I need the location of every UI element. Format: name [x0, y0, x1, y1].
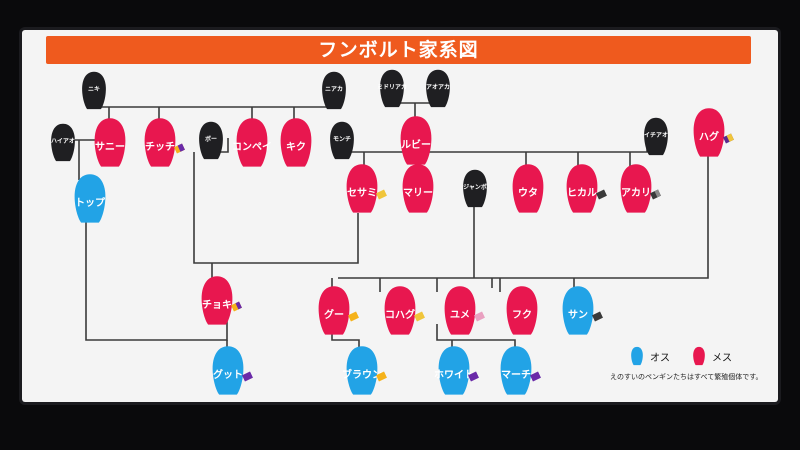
penguin-sanny: サニー: [88, 116, 132, 167]
penguin-kiku: キク: [274, 116, 318, 167]
connector: [436, 324, 516, 348]
family-tree-screen: フンボルト家系図: [22, 30, 778, 402]
penguin-female-icon: [693, 346, 705, 366]
penguin-hikaru: ヒカル: [560, 162, 608, 213]
tag-icon: [230, 301, 243, 312]
tag-icon: [591, 311, 604, 322]
tag-icon: [375, 371, 388, 382]
tag-icon: [413, 311, 426, 322]
penguin-goo: グー: [312, 284, 360, 335]
legend-male-label: オス: [650, 352, 670, 364]
tag-icon: [173, 143, 186, 154]
connector: [338, 140, 709, 279]
penguin-ichiao: イチアオ: [639, 116, 673, 156]
penguin-choki: チョキ: [195, 274, 243, 325]
penguin-white: ホワイト: [432, 344, 480, 395]
legend-male: オス: [628, 346, 670, 366]
penguin-niki: ニキ: [77, 70, 111, 110]
penguin-mary: マリー: [396, 162, 440, 213]
connector: [85, 200, 228, 341]
penguin-fuku: フク: [500, 284, 544, 335]
connector: [193, 152, 359, 264]
penguin-gutto: グット: [206, 344, 254, 395]
penguin-niaka: ニアカ: [317, 70, 351, 110]
penguin-sesami: セサミ: [340, 162, 388, 213]
penguin-march: マーチ: [494, 344, 542, 395]
penguin-konpei: コンペイ: [230, 116, 274, 167]
penguin-monchi: モンチ: [325, 120, 359, 160]
tag-icon: [649, 189, 662, 200]
tag-icon: [467, 371, 480, 382]
legend-female: メス: [690, 346, 732, 366]
penguin-hagu: ハグ: [687, 106, 735, 157]
penguin-top: トップ: [68, 172, 112, 223]
penguin-chicchi: チッチ: [138, 116, 186, 167]
penguin-san: サン: [556, 284, 604, 335]
tag-icon: [473, 311, 486, 322]
tag-icon: [722, 133, 735, 144]
penguin-aoaka: アオアカ: [421, 68, 455, 108]
penguin-brown: ブラウン: [340, 344, 388, 395]
penguin-male-icon: [631, 346, 643, 366]
tag-icon: [375, 189, 388, 200]
legend-female-label: メス: [712, 352, 732, 364]
penguin-uta: ウタ: [506, 162, 550, 213]
penguin-yume: ユメ: [438, 284, 486, 335]
penguin-jumbo: ジャンボ: [458, 168, 492, 208]
penguin-kohagu: コハグ: [378, 284, 426, 335]
page-title: フンボルト家系図: [46, 36, 751, 64]
tag-icon: [595, 189, 608, 200]
legend-note: えのすいのペンギンたちはすべて繁殖個体です。: [610, 373, 763, 381]
connector: [93, 88, 335, 108]
tag-icon: [529, 371, 542, 382]
penguin-midoriaka: ミドリアカ: [375, 68, 409, 108]
tag-icon: [241, 371, 254, 382]
tag-icon: [347, 311, 360, 322]
penguin-haiao: ハイアオ: [46, 122, 80, 162]
penguin-boo: ボー: [194, 120, 228, 160]
connector: [342, 140, 648, 153]
legend: オス メス えのすいのペンギンたちはすべて繁殖個体です。: [610, 346, 768, 386]
penguin-akari: アカリ: [614, 162, 662, 213]
penguin-ruby: ルビー: [394, 114, 438, 165]
